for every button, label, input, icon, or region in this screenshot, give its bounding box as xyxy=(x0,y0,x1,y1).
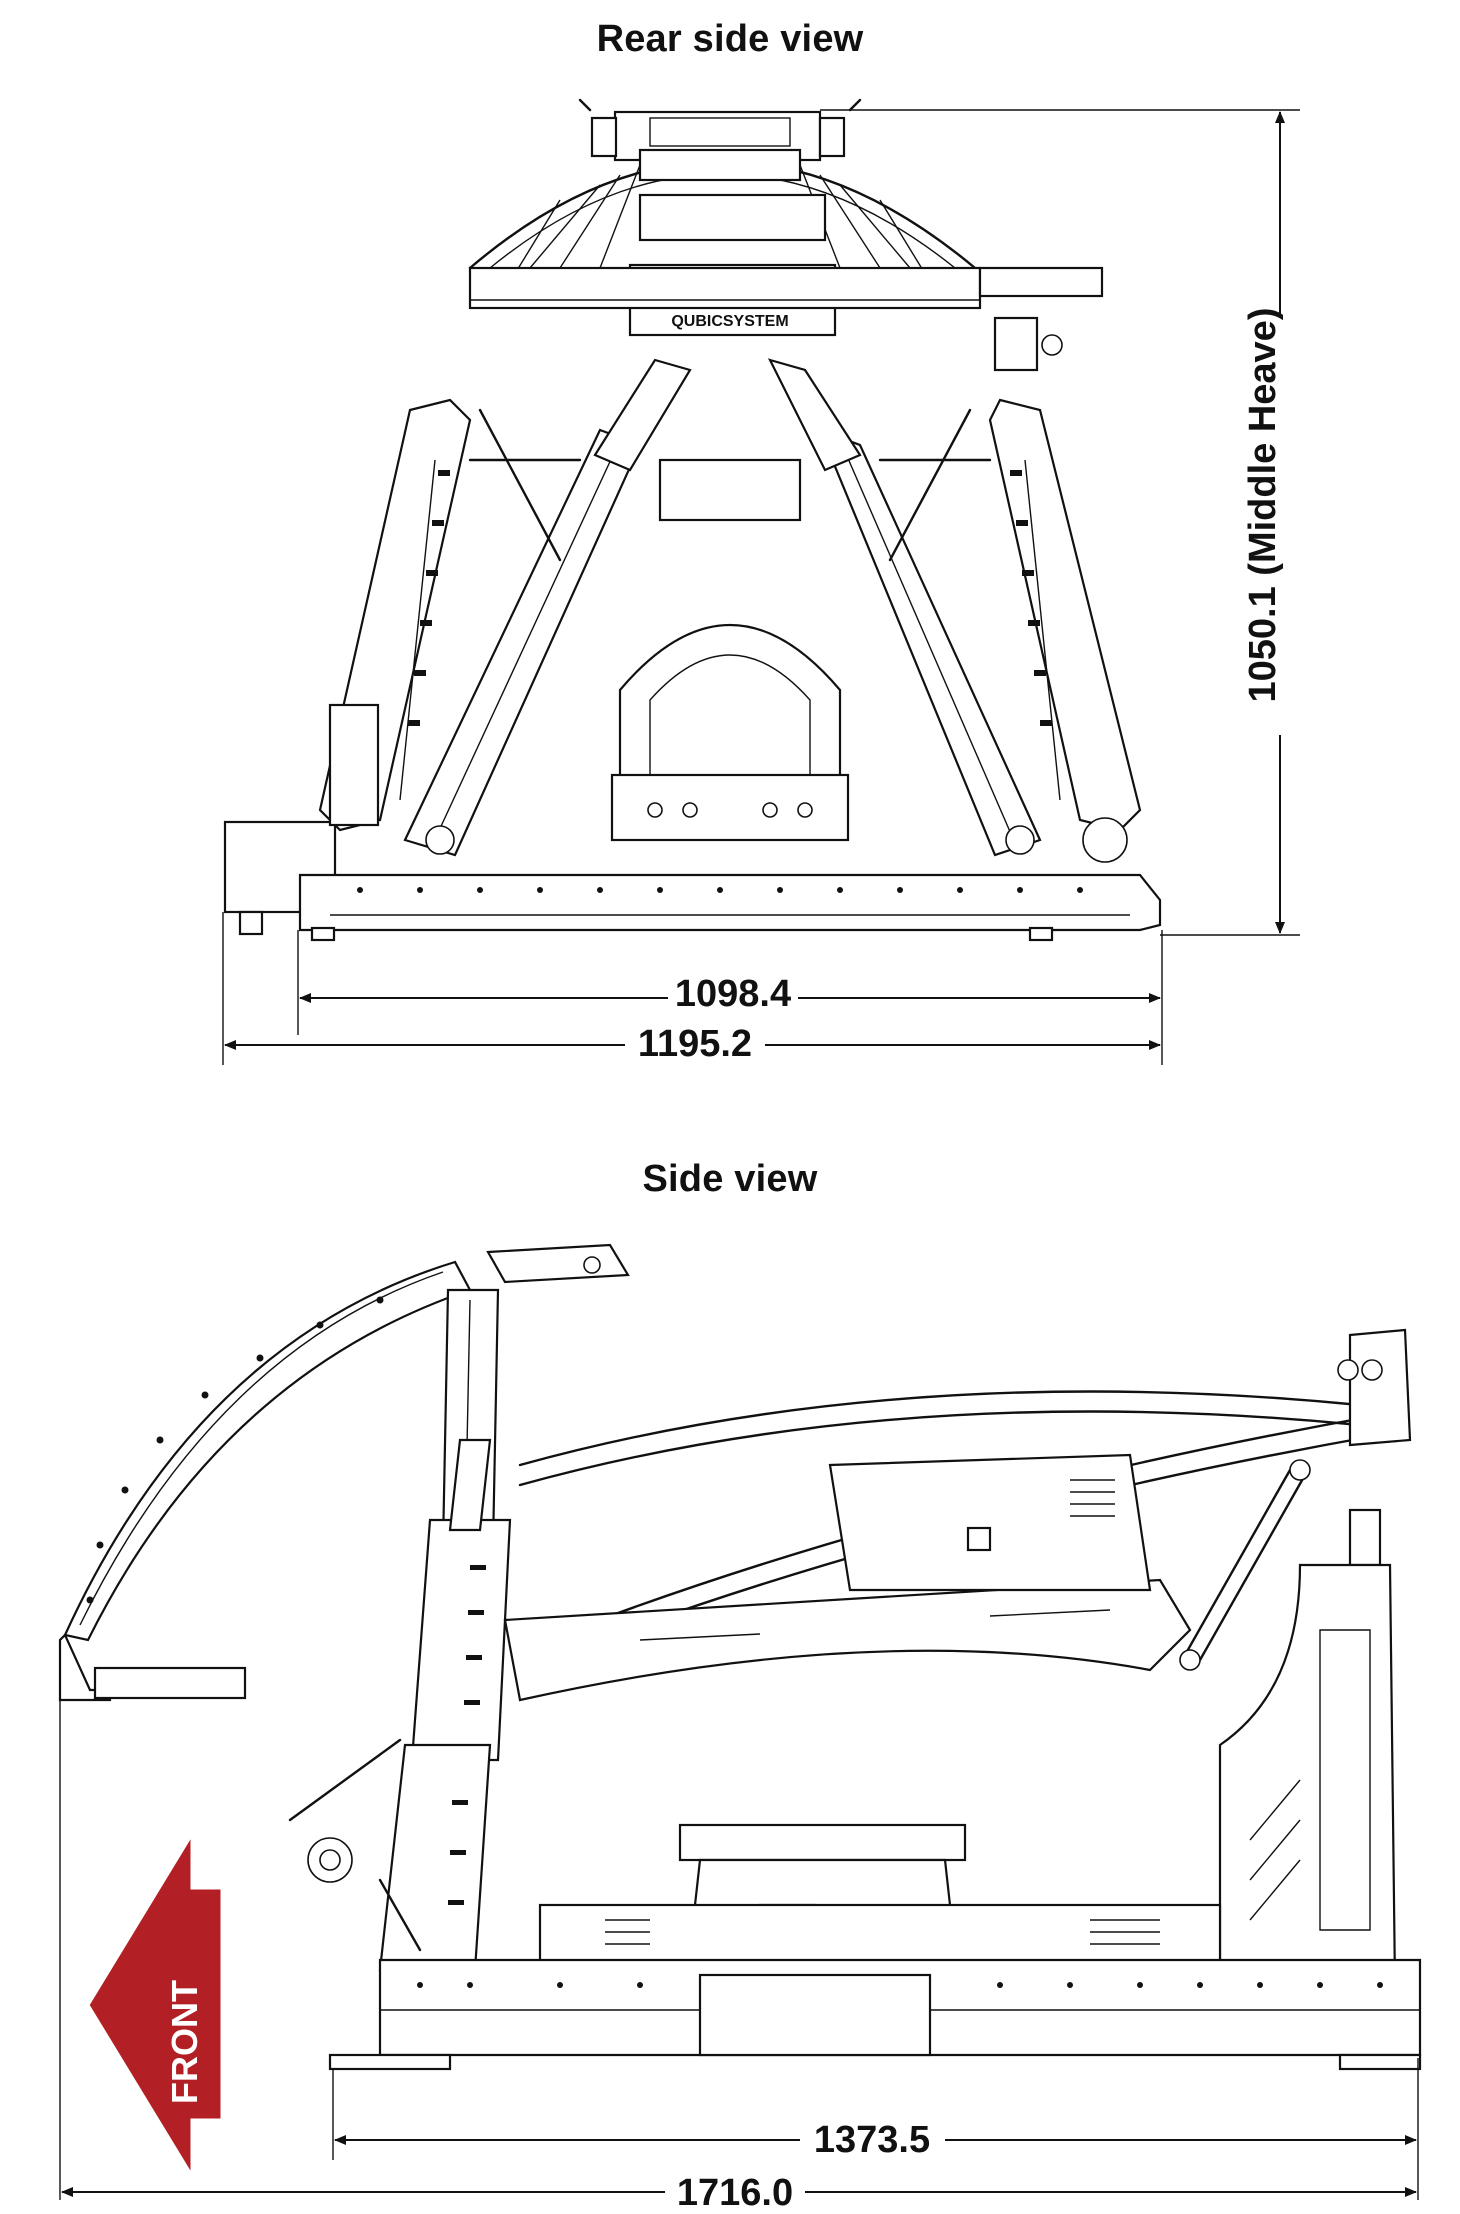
rear-dimensions xyxy=(222,109,1310,1065)
qubicsystem-logo-text: QUBICSYSTEM xyxy=(671,313,788,330)
side-view-drawing xyxy=(58,1243,1422,2071)
front-direction-arrow xyxy=(86,1828,224,2182)
rear-view-title: Rear side view xyxy=(596,18,864,60)
rear-view-drawing: QUBICSYSTEM xyxy=(223,98,1162,942)
side-view-title: Side view xyxy=(642,1158,818,1200)
front-label: FRONT xyxy=(164,1980,205,2104)
side-outer-length-label: 1716.0 xyxy=(677,2172,793,2214)
rear-inner-width-label: 1098.4 xyxy=(675,973,791,1015)
rear-height-label: 1050.1 (Middle Heave) xyxy=(1242,308,1284,703)
rear-outer-width-label: 1195.2 xyxy=(638,1023,752,1065)
side-inner-length-label: 1373.5 xyxy=(814,2119,930,2161)
